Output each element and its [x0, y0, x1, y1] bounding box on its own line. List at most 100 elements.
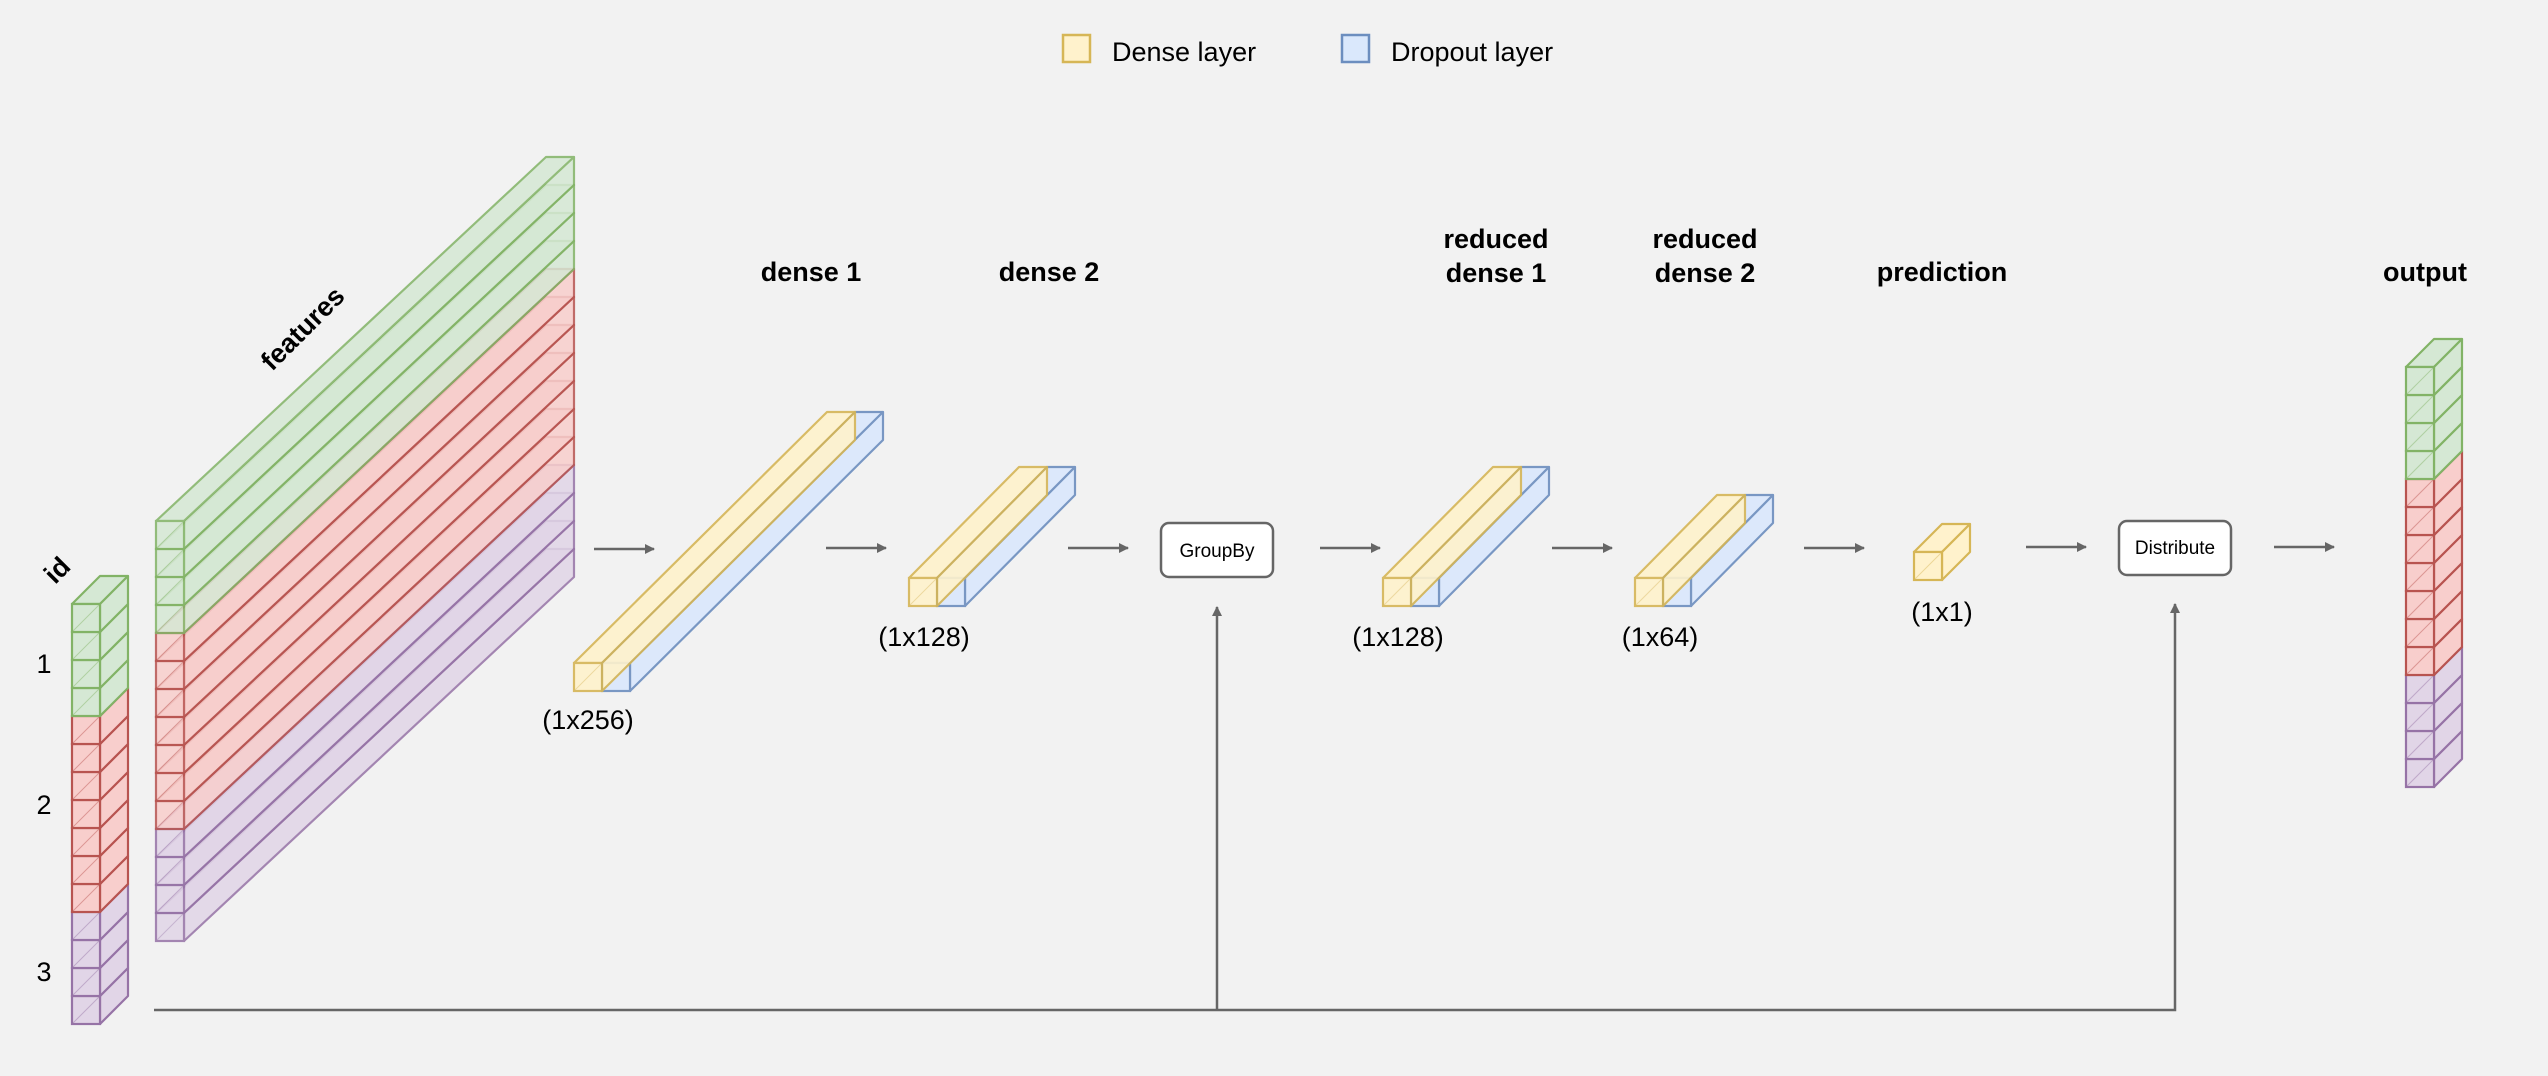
- feature-bar-8-edge: [155, 716, 185, 746]
- id-cell-1-edge: [71, 603, 101, 633]
- output-cell-3-edge: [2405, 422, 2435, 452]
- output-cell-10-edge: [2405, 618, 2435, 648]
- id-cell-12-front-face: [70, 910, 102, 942]
- dense2-dim-label: (1x128): [878, 622, 970, 652]
- dense1-dense-bar-edge: [573, 662, 603, 692]
- dense2-dense-bar: [907, 465, 1049, 608]
- id-column-stack: [70, 574, 130, 1026]
- prediction-dim-label: (1x1): [1911, 597, 1973, 627]
- id-connector-line: [154, 603, 2180, 1012]
- dense1-dense-bar-top-face: [572, 410, 857, 665]
- feature-bar-3-edge: [155, 576, 185, 606]
- prediction-title: prediction: [1877, 257, 2008, 287]
- prediction-layer-block: [1912, 522, 1972, 582]
- legend-dense-swatch: [1061, 33, 1092, 64]
- output-cell-8-edge: [2405, 562, 2435, 592]
- dense2-dense-bar-edge: [908, 577, 938, 607]
- feature-bar-10-edge: [155, 772, 185, 802]
- output-cell-4-front-face: [2404, 449, 2436, 481]
- prediction-cube-edge: [1913, 551, 1943, 581]
- id-label-3: 3: [36, 957, 51, 987]
- output-cell-7-edge: [2405, 534, 2435, 564]
- distribute-label: Distribute: [2135, 538, 2215, 559]
- reduced-dense1-dim-label: (1x128): [1352, 622, 1444, 652]
- legend-dropout-swatch: [1340, 33, 1371, 64]
- output-cell-15-edge: [2405, 758, 2435, 788]
- output-stack: [2404, 337, 2464, 789]
- output-title: output: [2383, 257, 2467, 287]
- feature-bar-10-front-face: [154, 771, 186, 803]
- output-cell-14-edge: [2405, 730, 2435, 760]
- feature-bar-12-front-face: [154, 827, 186, 859]
- feature-bar-5-edge: [155, 632, 185, 662]
- feature-bar-14-front-face: [154, 883, 186, 915]
- reduced-dense2-layer-block: [1633, 493, 1775, 608]
- id-cell-11-edge: [71, 883, 101, 913]
- id-cell-3-front-face: [70, 658, 102, 690]
- feature-bar-1-edge: [155, 520, 185, 550]
- output-cell-12-edge: [2405, 674, 2435, 704]
- feature-bar-11-edge: [155, 800, 185, 830]
- output-cell-5-edge: [2405, 478, 2435, 508]
- id-label-1: 1: [36, 649, 51, 679]
- reduced-dense2-dim-label: (1x64): [1622, 622, 1699, 652]
- id-cell-3-edge: [71, 659, 101, 689]
- id-axis-label: id: [38, 551, 76, 589]
- output-cell-13-edge: [2405, 702, 2435, 732]
- dense2-layer-block: [907, 465, 1077, 608]
- reduced-dense1-layer-block: [1381, 465, 1551, 608]
- id-cell-13-edge: [71, 939, 101, 969]
- reduced-dense2-title-line2: dense 2: [1655, 258, 1756, 288]
- id-cell-12-edge: [71, 911, 101, 941]
- reduced-dense1-title-line1: reduced: [1443, 224, 1548, 254]
- feature-bar-12-edge: [155, 828, 185, 858]
- reduced1-dense-bar-edge: [1382, 577, 1412, 607]
- id-cell-15-edge: [71, 995, 101, 1025]
- feature-bar-13-front-face: [154, 855, 186, 887]
- dense2-title: dense 2: [999, 257, 1100, 287]
- id-cell-10-front-face: [70, 854, 102, 886]
- groupby-box: GroupBy: [1159, 521, 1275, 579]
- feature-bar-6-edge: [155, 660, 185, 690]
- output-cell-1-edge: [2405, 366, 2435, 396]
- flow-arrows: [154, 542, 2335, 1012]
- id-cell-7-front-face: [70, 770, 102, 802]
- output-cell-7-front-face: [2404, 533, 2436, 565]
- id-cell-7-edge: [71, 771, 101, 801]
- reduced1-dense-bar-front-face: [1381, 576, 1413, 608]
- reduced2-dense-bar: [1633, 493, 1747, 608]
- prediction-cube-front-face: [1912, 550, 1944, 582]
- feature-bar-11-front-face: [154, 799, 186, 831]
- feature-bar-13-edge: [155, 856, 185, 886]
- dense1-dim-label: (1x256): [542, 705, 634, 735]
- dense1-dropout-bar-side-face: [628, 410, 885, 693]
- output-cell-15-front-face: [2404, 757, 2436, 789]
- dense1-dense-bar-front-face: [572, 661, 604, 693]
- output-cell-11-edge: [2405, 646, 2435, 676]
- distribute-box: Distribute: [2117, 519, 2233, 577]
- dense1-layer-block: [572, 410, 885, 693]
- feature-bar-1-front-face: [154, 519, 186, 551]
- feature-bar-4-edge: [155, 604, 185, 634]
- id-cell-1: [70, 574, 130, 634]
- groupby-label: GroupBy: [1180, 541, 1255, 562]
- dense1-dense-bar-side-face: [600, 410, 857, 693]
- id-cell-5-edge: [71, 715, 101, 745]
- reduced1-dense-bar: [1381, 465, 1523, 608]
- feature-bar-14-edge: [155, 884, 185, 914]
- reduced2-dense-bar-front-face: [1633, 576, 1665, 608]
- output-cell-11-front-face: [2404, 645, 2436, 677]
- id-cell-14-edge: [71, 967, 101, 997]
- id-cell-15-front-face: [70, 994, 102, 1026]
- id-cell-4-edge: [71, 687, 101, 717]
- output-cell-4-edge: [2405, 450, 2435, 480]
- output-cell-8-front-face: [2404, 561, 2436, 593]
- output-cell-1: [2404, 337, 2464, 397]
- output-cell-1-front-face: [2404, 365, 2436, 397]
- dense1-dense-bar: [572, 410, 857, 693]
- feature-bar-9-edge: [155, 744, 185, 774]
- dense2-dense-bar-front-face: [907, 576, 939, 608]
- legend-dense-label: Dense layer: [1112, 37, 1256, 67]
- dense1-title: dense 1: [761, 257, 862, 287]
